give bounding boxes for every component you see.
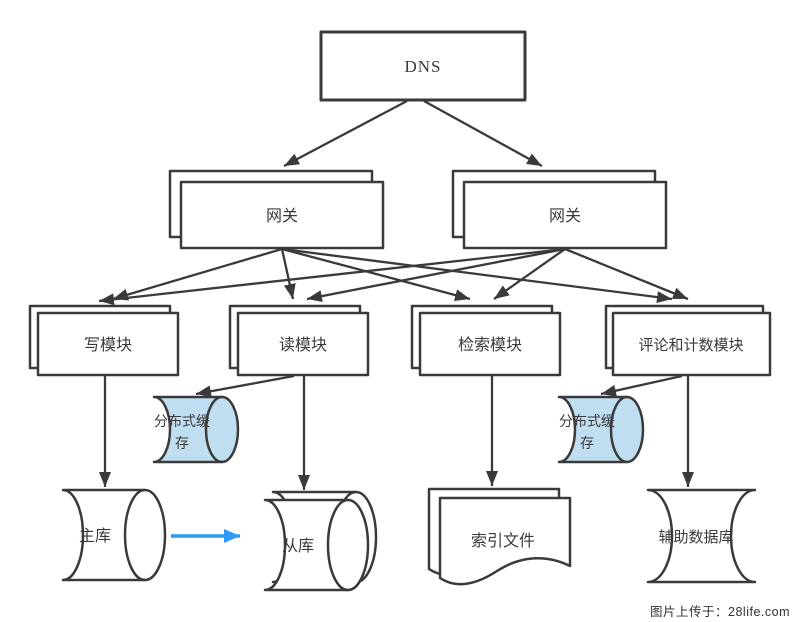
edge-comment-count-module-cache-right xyxy=(600,374,683,397)
read-module-box xyxy=(236,311,370,377)
node-index-file: 索引文件 xyxy=(427,487,572,586)
watermark: 图片上传于：28life.com xyxy=(650,605,790,619)
aux-db-label: 辅助数据库 xyxy=(658,529,733,546)
cache-left-label-line1: 分布式缓 xyxy=(154,414,210,430)
edge-gateway-right-search-module xyxy=(493,248,566,300)
search-module-label: 检索模块 xyxy=(458,336,522,354)
edge-dns-gateway-right xyxy=(423,99,543,168)
node-slave-db: 从库 xyxy=(263,490,378,592)
edge-gateway-left-read-module xyxy=(280,248,296,300)
cache-left-rim xyxy=(204,395,223,464)
aux-db-body xyxy=(646,488,757,584)
slave-db-label: 从库 xyxy=(282,537,314,555)
cache-right-label-line1: 分布式缓 xyxy=(559,414,615,430)
read-module-label: 读模块 xyxy=(279,336,327,354)
node-cache-right: 分布式缓 存 xyxy=(557,395,645,464)
node-search-module: 检索模块 xyxy=(410,304,562,377)
gateway-left-label: 网关 xyxy=(266,207,298,225)
dns-box xyxy=(319,30,527,102)
index-file-doc xyxy=(438,496,572,586)
cache-left-label-line2: 存 xyxy=(175,436,189,452)
edge-gateway-right-write-module xyxy=(98,247,566,306)
write-module-box xyxy=(36,311,180,377)
cache-right-label-line2: 存 xyxy=(580,436,594,452)
node-cache-left: 分布式缓 存 xyxy=(152,395,240,464)
comment-count-module-label: 评论和计数模块 xyxy=(638,337,743,354)
gateway-right-label: 网关 xyxy=(549,207,581,225)
node-write-module: 写模块 xyxy=(28,304,180,377)
write-module-label: 写模块 xyxy=(84,336,132,354)
gateway-right-box xyxy=(462,180,668,250)
slave-db-rim xyxy=(326,498,349,592)
slave-db-body xyxy=(263,498,370,592)
node-aux-db: 辅助数据库 xyxy=(646,488,757,584)
edge-gateway-left-write-module xyxy=(112,247,283,301)
node-gateway-left: 网关 xyxy=(168,169,385,250)
node-master-db: 主库 xyxy=(61,488,167,582)
master-db-rim xyxy=(123,488,146,582)
node-dns: DNS xyxy=(319,30,527,102)
node-comment-count-module: 评论和计数模块 xyxy=(604,304,772,377)
index-file-label: 索引文件 xyxy=(471,532,535,550)
node-read-module: 读模块 xyxy=(228,304,370,377)
edge-read-module-cache-left xyxy=(195,374,295,398)
edges xyxy=(98,99,694,543)
edge-gateway-left-comment-count-module xyxy=(281,247,673,304)
edge-dns-gateway-left xyxy=(283,99,408,168)
node-gateway-right: 网关 xyxy=(451,169,668,250)
search-module-box xyxy=(418,311,562,377)
master-db-label: 主库 xyxy=(79,527,111,545)
comment-count-module-box xyxy=(611,311,772,377)
edge-gateway-right-read-module xyxy=(306,247,566,303)
dns-label: DNS xyxy=(404,57,441,76)
edge-gateway-left-search-module xyxy=(281,247,471,301)
edge-gateway-right-comment-count-module xyxy=(564,247,689,301)
cache-right-rim xyxy=(609,395,628,464)
gateway-left-box xyxy=(179,180,385,250)
